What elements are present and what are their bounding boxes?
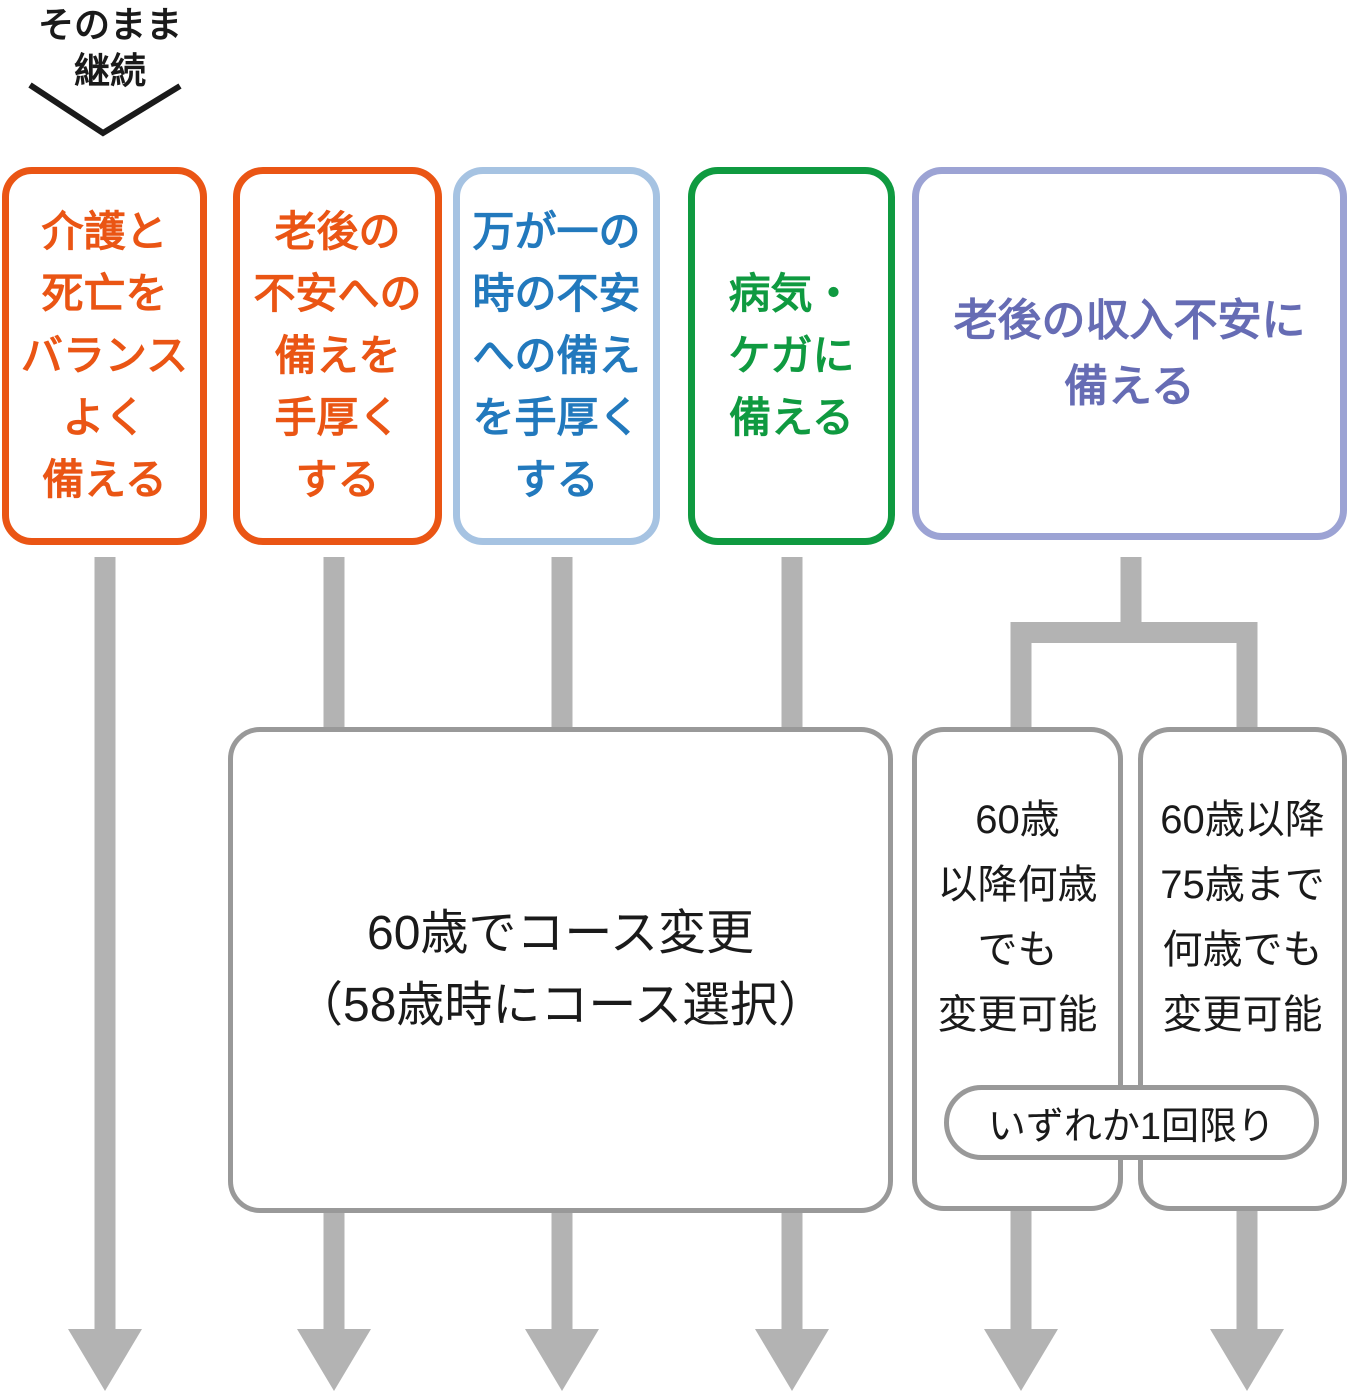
course-box-line: 手厚く <box>274 394 401 441</box>
arrow-head <box>984 1329 1058 1391</box>
course-box-line: 介護と <box>41 208 168 255</box>
course-box-line: 病気・ <box>728 270 855 317</box>
course-change-box: 60歳でコース変更 （58歳時にコース選択） <box>228 727 893 1213</box>
course-box-line: への備え <box>472 332 641 379</box>
arrow-head <box>755 1329 829 1391</box>
branch-drop-right <box>1236 622 1258 727</box>
arrow-head <box>525 1329 599 1391</box>
arrow-shaft <box>94 557 116 1329</box>
course-box-line: 備える <box>42 456 167 503</box>
once-only-label: いずれか1回限り <box>987 1106 1276 1148</box>
course-box-line: する <box>295 456 380 503</box>
continue-label-line: そのまま <box>37 4 182 45</box>
branch-stub <box>1120 557 1142 643</box>
branch-bar <box>1011 622 1257 643</box>
course-box-income: 老後の収入不安に 備える <box>912 167 1347 540</box>
course-box-line: よく <box>62 394 147 441</box>
course-box-line: 備える <box>1064 361 1195 411</box>
branch-drop-left <box>1010 622 1032 727</box>
course-box-line: バランス <box>20 332 189 379</box>
arrow-shaft <box>551 557 573 727</box>
option-box-line: 変更可能 <box>937 993 1098 1037</box>
course-change-line: 60歳でコース変更 <box>367 907 754 960</box>
course-box-line: 老後の収入不安に <box>953 295 1306 345</box>
option-box-line: 何歳でも <box>1162 928 1323 972</box>
course-box-line: 備える <box>729 394 854 441</box>
course-box-line: ケガに <box>728 332 855 379</box>
course-box-sickness: 病気・ ケガに 備える <box>688 167 895 545</box>
course-box-line: 老後の <box>274 208 401 255</box>
arrow-shaft <box>323 1213 345 1329</box>
continue-label: そのまま 継続 <box>0 2 220 94</box>
once-only-pill: いずれか1回限り <box>944 1085 1319 1160</box>
course-change-line: （58歳時にコース選択） <box>295 979 826 1032</box>
arrow-shaft <box>781 1213 803 1329</box>
arrow-shaft <box>551 1213 573 1329</box>
course-box-line: 備えを <box>274 332 401 379</box>
course-box-line: 万が一の <box>472 208 641 255</box>
arrow-shaft <box>323 557 345 727</box>
continue-chevron-icon <box>28 82 182 137</box>
arrow-shaft <box>781 557 803 727</box>
arrow-head <box>1210 1329 1284 1391</box>
course-box-line: 死亡を <box>41 270 168 317</box>
arrow-head <box>68 1329 142 1391</box>
course-box-line: 不安への <box>253 270 422 317</box>
arrow-shaft <box>1010 1211 1032 1329</box>
continue-label-line: 継続 <box>73 50 146 91</box>
course-box-emergency: 万が一の 時の不安 への備え を手厚く する <box>453 167 660 545</box>
option-box-line: 75歳まで <box>1160 863 1325 907</box>
course-box-balance: 介護と 死亡を バランス よく 備える <box>2 167 207 545</box>
arrow-head <box>297 1329 371 1391</box>
course-box-oldage: 老後の 不安への 備えを 手厚く する <box>233 167 442 545</box>
option-box-line: 変更可能 <box>1162 993 1323 1037</box>
course-box-line: 時の不安 <box>472 270 641 317</box>
option-box-line: 60歳以降 <box>1160 798 1325 842</box>
option-box-line: 60歳 <box>975 798 1060 842</box>
option-box-line: 以降何歳 <box>937 863 1098 907</box>
option-box-line: でも <box>977 928 1058 972</box>
course-box-line: を手厚く <box>472 394 641 441</box>
arrow-shaft <box>1236 1211 1258 1329</box>
course-box-line: する <box>514 456 599 503</box>
